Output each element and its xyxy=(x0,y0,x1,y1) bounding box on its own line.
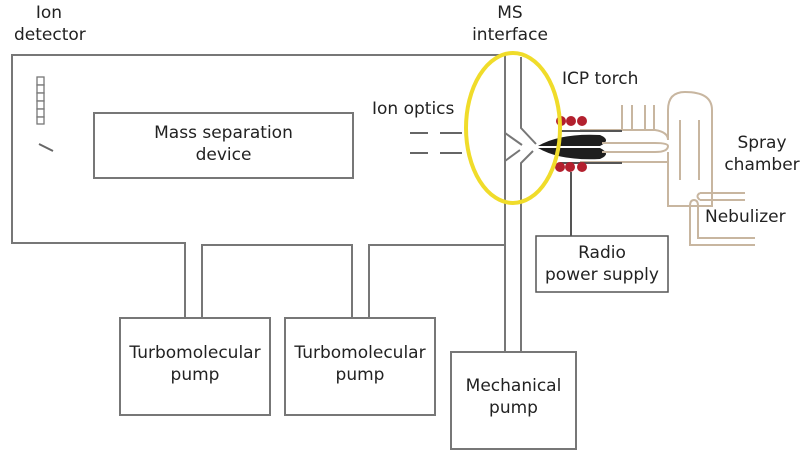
ion-detector-icon xyxy=(36,76,45,125)
ion-detector-label-line2: detector xyxy=(14,25,86,45)
vacuum-housing-outline xyxy=(11,54,506,318)
ion-optics-label: Ion optics xyxy=(372,99,455,119)
ion-deflector-icon xyxy=(38,143,54,152)
ms-interface-label: MS interface xyxy=(465,2,555,46)
mass-separation-label-line1: Mass separation xyxy=(154,123,293,143)
mechanical-pump-label: Mechanical pump xyxy=(451,375,576,419)
turbo-pump-1-label-line2: pump xyxy=(170,365,220,385)
icp-torch-icon xyxy=(538,130,640,164)
ms-interface-highlight xyxy=(464,51,562,205)
ms-interface-label-line1: MS xyxy=(497,3,523,23)
rf-coil-icon xyxy=(555,116,587,172)
ms-interface-cones xyxy=(504,55,537,320)
spray-chamber-label-line1: Spray xyxy=(737,133,787,153)
mechanical-pump-label-line2: pump xyxy=(489,398,538,418)
turbo-pump-1-box xyxy=(119,317,271,416)
spray-chamber-label: Spray chamber xyxy=(724,132,800,176)
radio-power-label-line2: power supply xyxy=(545,265,659,285)
nebulizer-label: Nebulizer xyxy=(705,207,786,227)
radio-power-supply-box xyxy=(535,235,669,293)
mechanical-pump-line xyxy=(504,245,522,352)
mechanical-pump-label-line1: Mechanical xyxy=(465,376,562,396)
radio-power-supply-label: Radio power supply xyxy=(536,242,668,286)
ion-detector-label-line1: Ion xyxy=(35,3,63,23)
radio-power-label-line1: Radio xyxy=(578,243,626,263)
mechanical-pump-box xyxy=(450,351,577,450)
ion-detector-label: Ion detector xyxy=(14,2,86,46)
spray-chamber-label-line2: chamber xyxy=(724,155,800,175)
mass-separation-label: Mass separation device xyxy=(94,122,353,166)
ion-optics-icon xyxy=(410,132,462,154)
mass-separation-device-box xyxy=(93,112,354,179)
spray-chamber-icon xyxy=(580,90,755,246)
turbo-pump-2-label-line1: Turbomolecular xyxy=(294,343,426,363)
ms-interface-label-line2: interface xyxy=(472,25,548,45)
turbo-pump-2-label: Turbomolecular pump xyxy=(285,342,435,386)
turbo-pump-2-label-line2: pump xyxy=(335,365,385,385)
turbo-pump-2-box xyxy=(284,317,436,416)
turbo-pump-1-label-line1: Turbomolecular xyxy=(129,343,261,363)
turbo-pump-1-label: Turbomolecular pump xyxy=(120,342,270,386)
mass-separation-label-line2: device xyxy=(195,145,252,165)
icp-torch-label: ICP torch xyxy=(562,69,639,89)
